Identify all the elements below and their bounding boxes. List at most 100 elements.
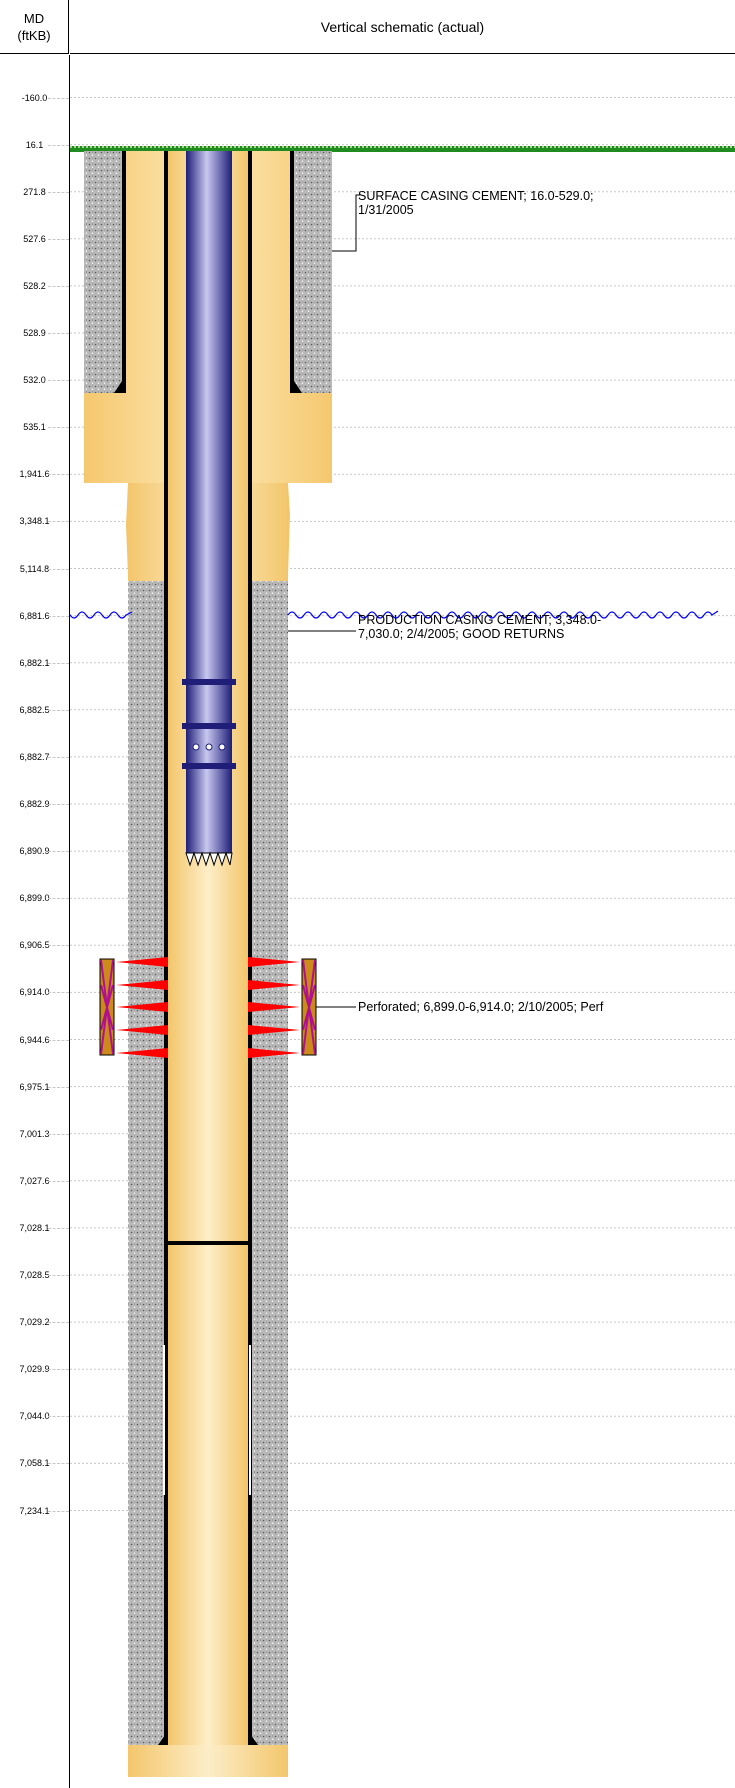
- md-tick-label: 6,944.6: [19, 1034, 50, 1045]
- md-tick-label: 5,114.8: [19, 563, 50, 574]
- md-axis-gridline: [48, 333, 69, 334]
- production-cement-line2: 7,030.0; 2/4/2005; GOOD RETURNS: [358, 627, 565, 641]
- production-shoe-right: [248, 1731, 258, 1745]
- md-axis-gridline: [48, 709, 69, 711]
- tubing-coupling-3: [182, 763, 236, 769]
- md-tick-label: 528.9: [23, 328, 46, 338]
- production-cement-line1: PRODUCTION CASING CEMENT; 3,348.0-: [358, 613, 602, 627]
- md-axis-gridline: [48, 898, 69, 900]
- md-column-header: MD (ftKB): [0, 0, 69, 54]
- md-tick-label: 6,890.9: [19, 846, 50, 857]
- surface-cement-label: SURFACE CASING CEMENT; 16.0-529.0; 1/31/…: [358, 189, 594, 217]
- md-axis-gridline: [48, 474, 69, 476]
- wellbore-drawing: [70, 97, 735, 1777]
- surface-casing-right: [290, 151, 294, 393]
- md-axis-gridline: [48, 144, 69, 146]
- perforation-shot-left: [116, 980, 168, 990]
- leader-surface-cement: [332, 194, 360, 252]
- md-axis-gridline: [48, 380, 69, 382]
- md-axis-gridline: [48, 1227, 69, 1229]
- md-tick-label: 6,906.5: [19, 940, 50, 951]
- md-gridlines: [70, 97, 735, 1511]
- md-axis-gridline: [48, 1039, 69, 1041]
- md-tick-label: 7,001.3: [19, 1128, 50, 1139]
- wellbore-schematic: SURFACE CASING CEMENT; 16.0-529.0; 1/31/…: [70, 55, 735, 1788]
- md-axis-gridline: [48, 662, 69, 664]
- md-axis-gridline: [48, 945, 69, 947]
- md-axis-gridline: [48, 97, 69, 99]
- production-cement-label: PRODUCTION CASING CEMENT; 3,348.0- 7,030…: [358, 613, 601, 641]
- md-axis-gridline: [48, 1180, 69, 1182]
- md-axis-gridline: [48, 427, 69, 429]
- md-tick-label: 7,029.2: [19, 1317, 50, 1328]
- md-axis-gridline: [48, 1369, 69, 1371]
- md-axis-gridline: [48, 1086, 69, 1088]
- md-tick-label: 7,028.5: [19, 1270, 50, 1280]
- surface-cement-line1: SURFACE CASING CEMENT; 16.0-529.0;: [358, 189, 594, 203]
- md-tick-label: 6,882.5: [19, 704, 50, 715]
- surface-shoe-left: [114, 375, 126, 393]
- md-tick-label: 535.1: [23, 422, 46, 433]
- surface-cement-left: [84, 151, 124, 393]
- md-tick-label: 1,941.6: [19, 469, 50, 480]
- perforation-shot-right: [248, 1048, 300, 1058]
- md-axis-gridline: [48, 804, 69, 805]
- surface-shoe-right: [290, 375, 302, 393]
- md-header-label: MD: [23, 11, 45, 26]
- production-cement-right: [250, 581, 288, 1745]
- perforation-shot-right: [248, 1025, 300, 1035]
- perforation-label: Perforated; 6,899.0-6,914.0; 2/10/2005; …: [358, 1000, 603, 1014]
- md-tick-label: 6,914.0: [19, 987, 50, 998]
- md-axis-gridline: [48, 1463, 69, 1465]
- md-tick-label: 3,348.1: [19, 516, 50, 527]
- md-axis-gridline: [48, 756, 69, 758]
- md-tick-label: 527.6: [23, 233, 46, 244]
- md-tick-label: 7,234.1: [19, 1505, 50, 1516]
- perforation-shot-left: [116, 957, 168, 967]
- perforation-interval: [99, 957, 317, 1058]
- perf-sub-hole: [218, 743, 226, 751]
- perforation-shot-left: [116, 1002, 168, 1012]
- production-casing-right: [248, 151, 252, 1745]
- perf-burst-left: [100, 959, 114, 1055]
- md-axis-gridline: [48, 568, 69, 570]
- perforation-line1: Perforated; 6,899.0-6,914.0; 2/10/2005; …: [358, 1000, 604, 1014]
- perforation-shot-right: [248, 980, 300, 990]
- perforation-shot-left: [116, 1048, 168, 1058]
- production-shoe-left: [158, 1731, 168, 1745]
- casing-joint-left: [163, 1345, 165, 1495]
- md-axis-gridline: [48, 238, 69, 240]
- mule-shoe-joint: [186, 769, 232, 853]
- md-tick-label: 6,882.9: [19, 799, 50, 809]
- perforation-shots: [116, 957, 300, 1058]
- perforation-shot-left: [116, 1025, 168, 1035]
- md-tick-label: 532.0: [23, 375, 46, 386]
- md-tick-label: 528.2: [23, 280, 46, 291]
- md-tick-label: 6,899.0: [19, 893, 50, 904]
- md-axis-gridline: [48, 285, 69, 287]
- md-tick-label: 7,029.9: [19, 1364, 50, 1375]
- md-tick-label: 7,058.1: [19, 1458, 50, 1469]
- md-tick-label: 6,882.7: [19, 751, 50, 762]
- surface-cement-right: [292, 151, 332, 393]
- md-axis-gridline: [48, 1275, 69, 1276]
- md-axis-gridline: [48, 521, 69, 523]
- plug-back-line: [168, 1241, 248, 1245]
- perforation-shot-right: [248, 1002, 300, 1012]
- production-casing-left: [164, 151, 168, 1745]
- cement-top-wave-left: [70, 611, 133, 619]
- perf-sub-hole: [192, 743, 200, 751]
- surface-casing-left: [122, 151, 126, 393]
- md-axis-gridline: [48, 1416, 69, 1418]
- md-header-unit: (ftKB): [17, 28, 51, 43]
- perf-sub-hole: [205, 743, 213, 751]
- md-axis-gridline: [48, 191, 69, 193]
- mule-shoe-teeth: [185, 851, 233, 867]
- md-tick-label: -160.0: [21, 92, 48, 103]
- md-axis-gridline: [48, 1322, 69, 1324]
- md-tick-label: 7,027.6: [19, 1175, 50, 1186]
- md-tick-label: 7,028.1: [19, 1222, 50, 1233]
- ground-surface: [70, 146, 735, 152]
- md-tick-label: 16.1: [25, 139, 44, 150]
